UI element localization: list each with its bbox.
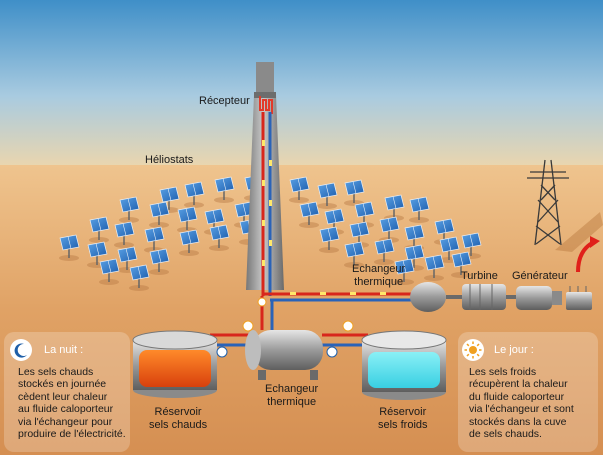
top-exchanger-label: Echangeur thermique <box>352 263 405 289</box>
bottom-exchanger-label-line1: Echangeur <box>265 383 319 395</box>
heliostat-mirror <box>119 196 140 223</box>
top-exchanger-label-line2: thermique <box>354 276 404 288</box>
night-title: La nuit : <box>44 344 84 356</box>
heliostat-mirror <box>149 201 170 228</box>
heliostat-mirror <box>317 182 338 209</box>
heliostat-mirror <box>114 221 135 248</box>
turbine-drawing <box>462 284 506 310</box>
heliostat-mirror <box>89 216 110 243</box>
cold-tank-label-line2: sels froids <box>378 419 428 431</box>
night-line: produire de l'électricité. <box>18 428 126 441</box>
heliostat-mirror <box>409 196 430 223</box>
hot-tank-drawing <box>132 330 218 398</box>
day-line: de sels chauds. <box>469 428 542 441</box>
bottom-exchanger-label: Echangeur thermique <box>265 383 318 409</box>
heliostat-mirror <box>159 186 180 213</box>
moon-icon <box>10 339 32 361</box>
hot-tank-label-line2: sels chauds <box>149 419 208 431</box>
night-line: Les sels chauds <box>18 366 94 378</box>
hot-tank-label: Réservoir sels chauds <box>149 406 207 432</box>
heliostat-mirror <box>299 201 320 228</box>
bottom-exchanger-label-line2: thermique <box>267 396 317 408</box>
heliostat-mirror <box>144 226 165 253</box>
day-line: récupèrent la chaleur <box>469 378 568 391</box>
heliostat-mirror <box>149 248 170 275</box>
heliostat-mirror <box>184 181 205 208</box>
heliostat-mirror <box>374 238 395 265</box>
heliostat-mirror <box>129 264 150 291</box>
heliostat-mirror <box>209 224 230 251</box>
top-exchanger-label-line1: Echangeur <box>352 263 406 275</box>
heliostat-mirror <box>59 234 80 261</box>
heliostat-mirror <box>99 258 120 285</box>
day-line: du fluide caloporteur <box>469 390 565 403</box>
heliostat-mirror <box>214 176 235 203</box>
heliostat-mirror <box>179 229 200 256</box>
heliostat-field <box>59 174 482 291</box>
night-description: Les sels chauds stockés en journée cèden… <box>18 366 126 440</box>
generator-drawing <box>516 286 562 310</box>
cold-tank-label-line1: Réservoir <box>379 406 427 418</box>
heliostat-mirror <box>394 258 415 285</box>
receiver-label: Récepteur <box>199 95 250 107</box>
night-line: cèdent leur chaleur <box>18 390 108 403</box>
heliostat-mirror <box>451 251 472 278</box>
bottom-exchanger-drawing <box>245 330 323 380</box>
night-line: au fluide caloporteur <box>18 403 114 416</box>
day-line: stockés dans la cuve <box>469 415 567 428</box>
pylon-drawing <box>527 159 569 246</box>
cold-tank-drawing <box>361 330 447 400</box>
heliostat-mirror <box>424 254 445 281</box>
day-line: via l'échangeur et sont <box>469 403 574 416</box>
night-line: stockés en journée <box>18 378 107 391</box>
turbine-label: Turbine <box>461 270 498 282</box>
day-line: Les sels froids <box>469 366 537 378</box>
pipe-markers <box>216 297 354 358</box>
sun-icon <box>462 339 484 361</box>
day-title: Le jour : <box>494 344 534 356</box>
heliostat-mirror <box>319 226 340 253</box>
heliostats-label: Héliostats <box>145 154 194 166</box>
heliostat-mirror <box>344 241 365 268</box>
cold-tank-label: Réservoir sels froids <box>378 406 428 432</box>
night-line: via l'échangeur pour <box>18 415 113 428</box>
heliostat-mirror <box>289 176 310 203</box>
hot-tank-label-line1: Réservoir <box>154 406 202 418</box>
day-description: Les sels froids récupèrent la chaleur du… <box>469 366 574 440</box>
generator-label: Générateur <box>512 270 568 282</box>
